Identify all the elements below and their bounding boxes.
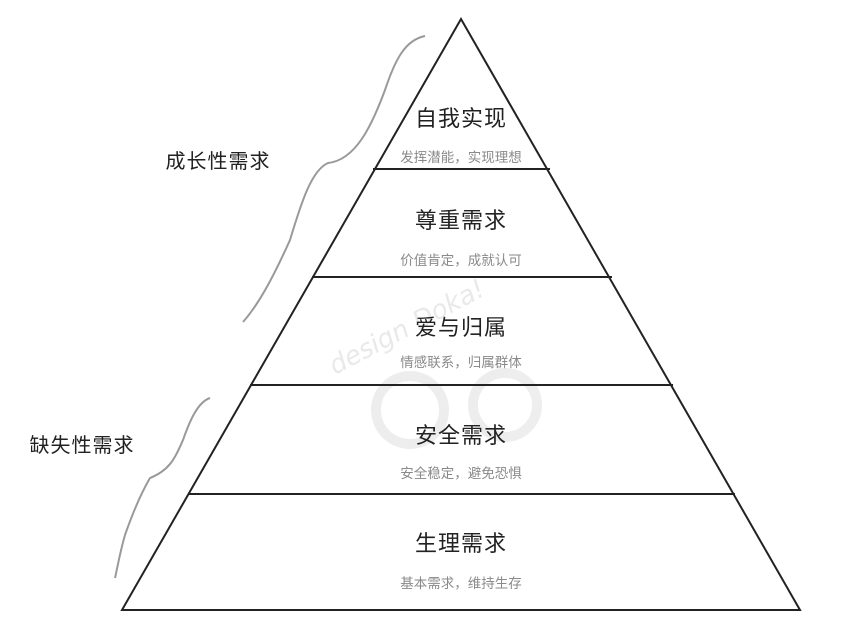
level-3-title: 爱与归属 [415,316,507,341]
level-5-title: 生理需求 [415,532,507,557]
level-2-title: 尊重需求 [415,209,507,234]
brace-growth [242,35,426,323]
level-2-desc: 价值肯定，成就认可 [400,253,522,269]
watermark-circle-left [371,371,449,449]
level-4-title: 安全需求 [415,424,507,449]
level-5-desc: 基本需求，维持生存 [400,575,522,592]
group-label-deficiency: 缺失性需求 [30,433,135,457]
level-1-desc: 发挥潜能，实现理想 [400,150,522,166]
level-3-desc: 情感联系，归属群体 [400,354,522,371]
group-label-growth: 成长性需求 [166,149,271,173]
pyramid-outline [120,16,802,611]
level-4-desc: 安全稳定，避免恐惧 [400,465,522,482]
watermark-circle-right [468,368,542,442]
level-1-title: 自我实现 [415,107,507,132]
brace-deficiency [114,397,211,579]
